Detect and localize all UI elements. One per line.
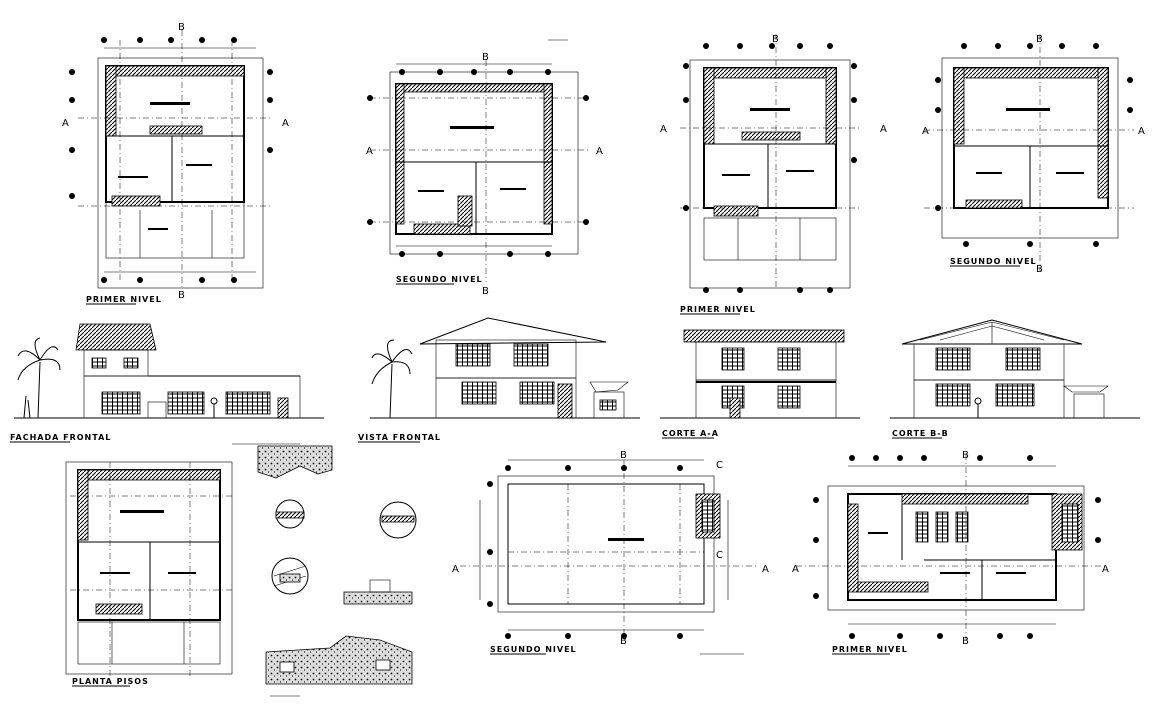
section-mark-a-right-4: A (1138, 126, 1145, 137)
plan-primer-nivel-3: B B A A PRIMER NIVEL (792, 450, 1109, 655)
section-mark-a-left-4: A (922, 126, 929, 137)
section-mark-a-right-3: A (880, 124, 887, 135)
label-segundo-nivel-1: SEGUNDO NIVEL (396, 275, 483, 284)
label-planta-pisos: PLANTA PISOS (72, 677, 149, 686)
section-corte-a-a: CORTE A-A (660, 329, 860, 439)
section-mark-b-bottom-4: B (1036, 264, 1043, 275)
section-mark-b-top-6: B (620, 450, 627, 461)
section-mark-b-top-4: B (1036, 34, 1043, 45)
section-mark-a-left-7: A (792, 564, 799, 575)
plan-segundo-nivel-3: B B A A C C SEGUNDO NIVEL (452, 450, 769, 655)
plan-segundo-nivel-2: B B A A SEGUNDO NIVEL (922, 34, 1145, 275)
palm-tree-icon (17, 337, 61, 419)
section-mark-a-left-3: A (660, 124, 667, 135)
section-mark-a-left-2: A (366, 146, 373, 157)
section-corte-b-b: CORTE B-B (890, 319, 1140, 439)
plan-planta-pisos: PLANTA PISOS (65, 461, 233, 687)
section-mark-c-mid-6: C (716, 550, 723, 561)
section-mark-b-bottom-2: B (482, 286, 489, 297)
label-segundo-nivel-3: SEGUNDO NIVEL (490, 645, 577, 654)
section-mark-a-right-7: A (1102, 564, 1109, 575)
section-mark-a-right-2: A (596, 146, 603, 157)
section-mark-b-top-2: B (482, 52, 489, 63)
section-mark-a-right: A (282, 118, 289, 129)
label-primer-nivel-3: PRIMER NIVEL (832, 645, 908, 654)
label-vista-frontal: VISTA FRONTAL (358, 433, 441, 442)
label-fachada-frontal: FACHADA FRONTAL (10, 433, 111, 442)
elevation-fachada-frontal: FACHADA FRONTAL (10, 323, 324, 443)
label-primer-nivel-2: PRIMER NIVEL (680, 305, 756, 314)
section-mark-b-top-3: B (772, 34, 779, 45)
section-mark-b-top-7: B (962, 450, 969, 461)
label-corte-b-b: CORTE B-B (892, 429, 949, 438)
label-segundo-nivel-2: SEGUNDO NIVEL (950, 257, 1037, 266)
label-corte-a-a: CORTE A-A (662, 429, 719, 438)
section-mark-b-bottom-6: B (620, 636, 627, 647)
section-mark-c-top-6: C (716, 460, 723, 471)
plan-primer-nivel-1: B B A A PRIMER NIVEL (62, 22, 289, 305)
section-mark-a-left-6: A (452, 564, 459, 575)
section-mark-b-top: B (178, 22, 185, 33)
construction-details (232, 443, 417, 697)
plan-primer-nivel-2: B A A PRIMER NIVEL (660, 34, 887, 315)
plan-segundo-nivel-1: B B A A SEGUNDO NIVEL (366, 39, 603, 297)
palm-tree-icon (371, 339, 413, 419)
label-primer-nivel-1: PRIMER NIVEL (86, 295, 162, 304)
section-mark-a-left: A (62, 118, 69, 129)
section-mark-b-bottom-7: B (962, 636, 969, 647)
elevation-vista-frontal: VISTA FRONTAL (358, 317, 640, 443)
section-mark-b-bottom: B (178, 290, 185, 301)
section-mark-a-right-6: A (762, 564, 769, 575)
